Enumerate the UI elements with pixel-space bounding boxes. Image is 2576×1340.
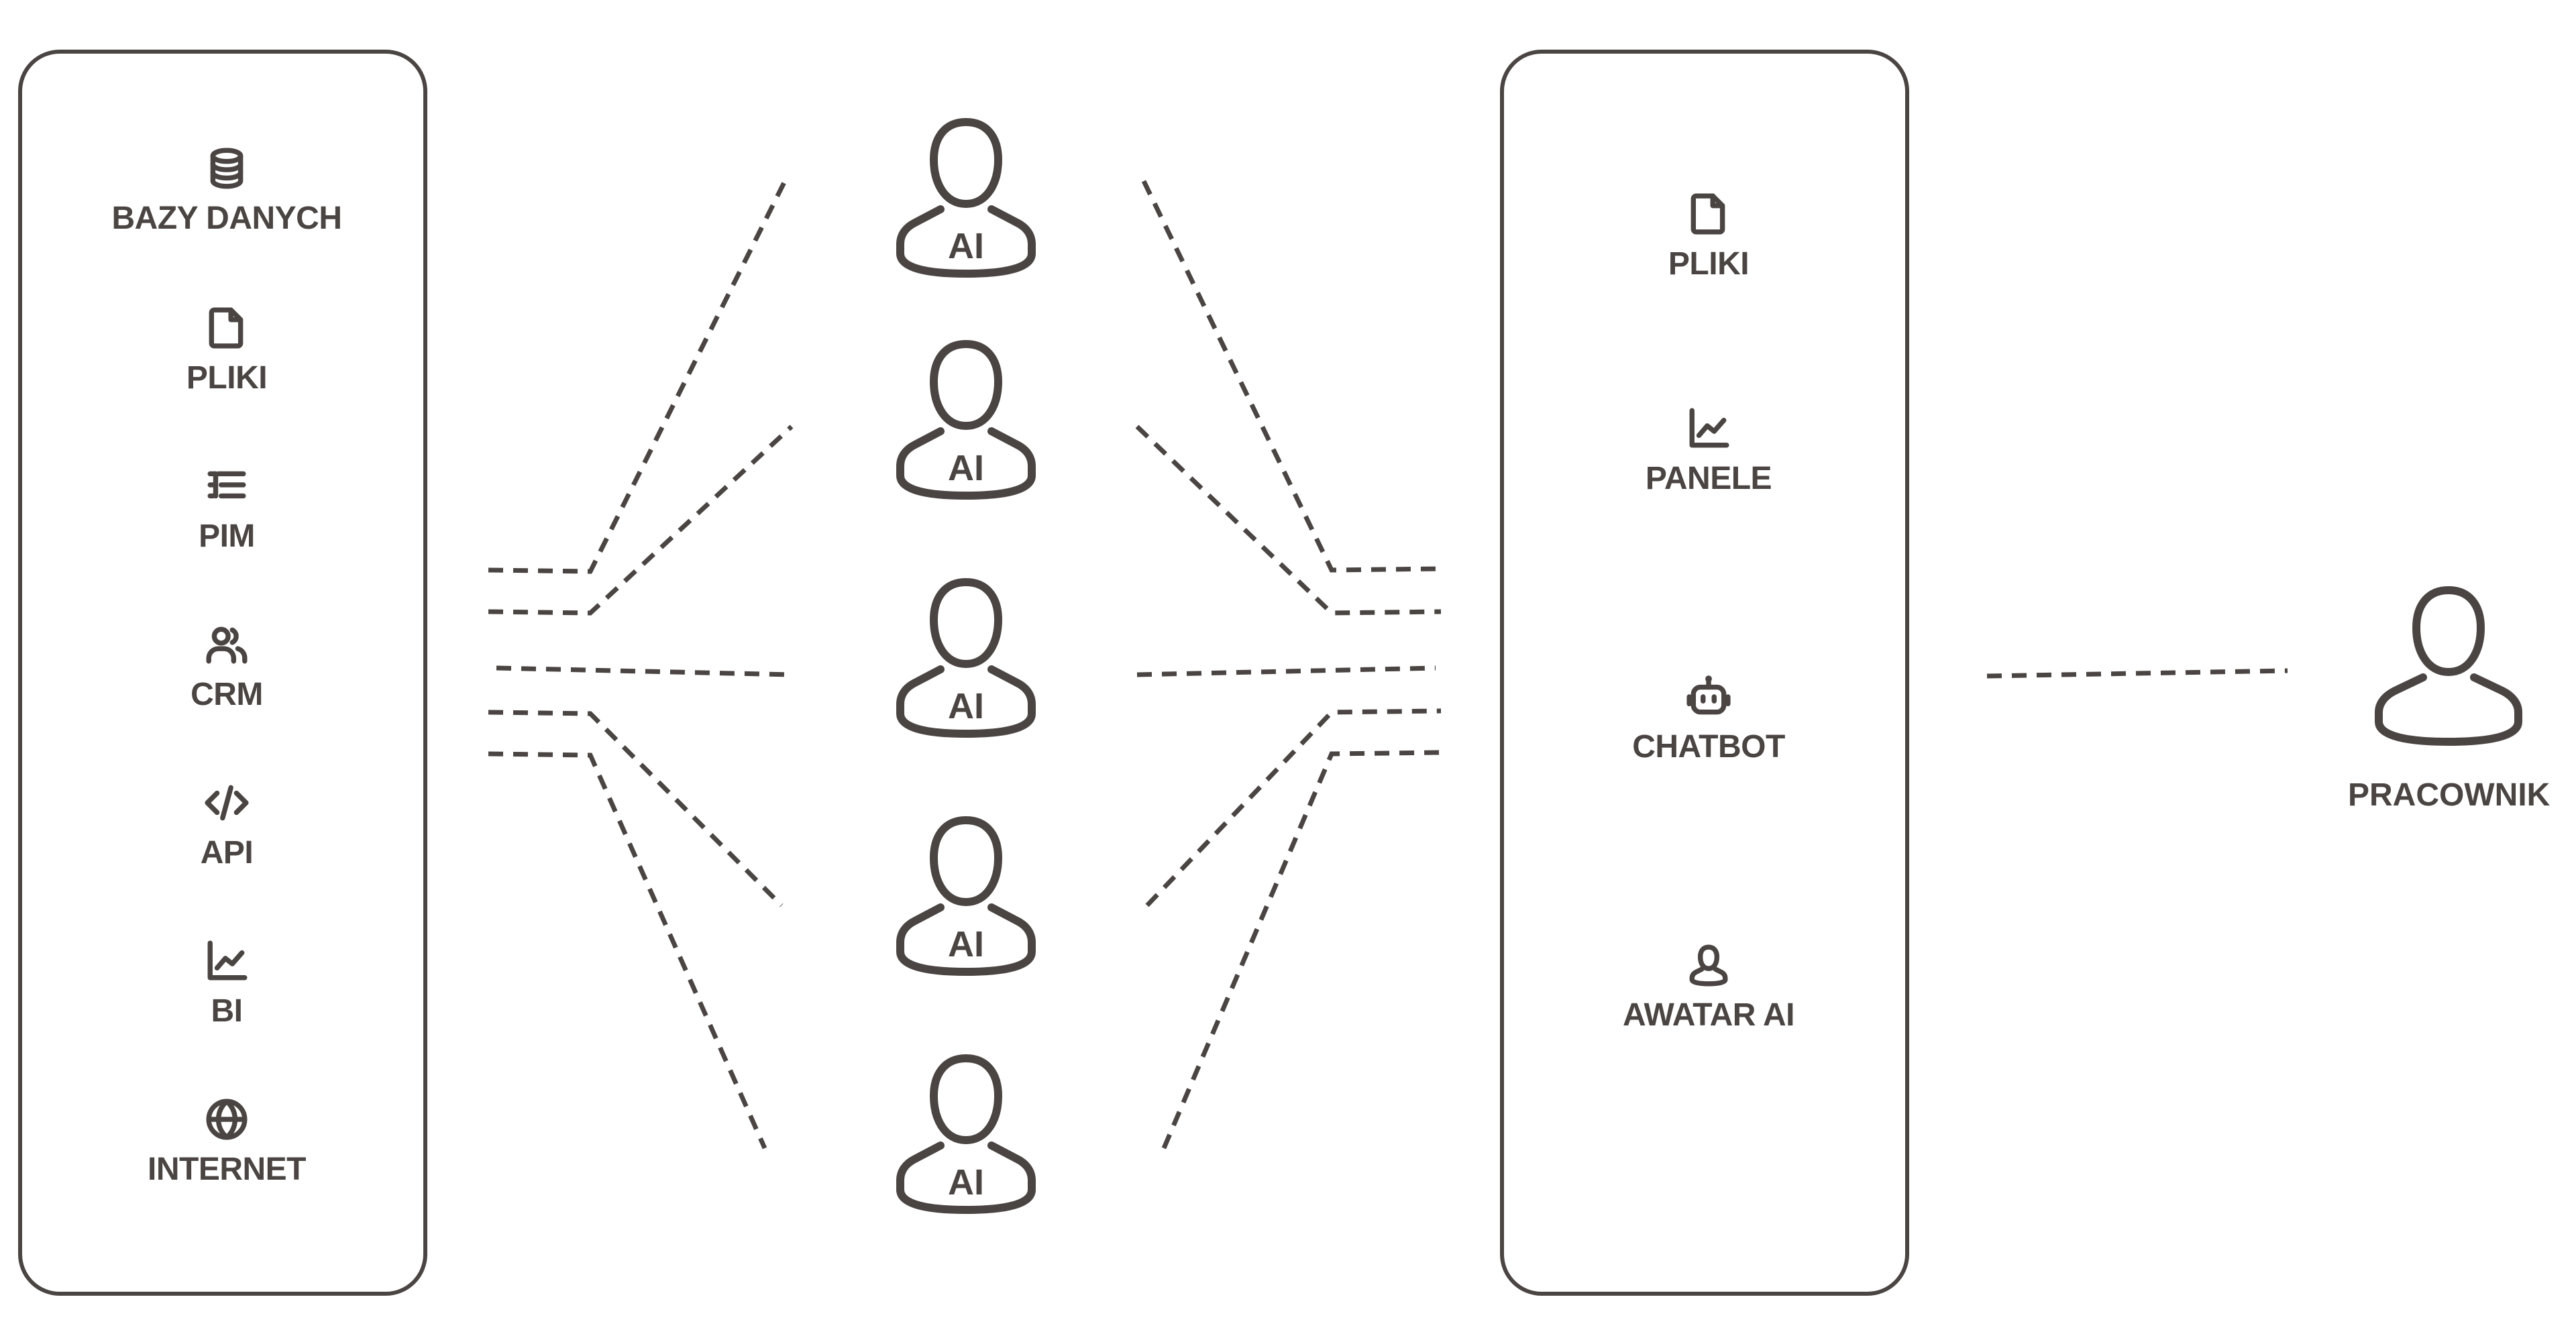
ai-agent-icon xyxy=(896,118,1036,278)
database-icon xyxy=(210,148,244,189)
ai-agent: AI xyxy=(892,337,1040,505)
source-item-crm: CRM xyxy=(22,622,431,713)
worker-label: PRACOWNIK xyxy=(2348,777,2551,813)
source-item-internet: INTERNET xyxy=(22,1097,431,1188)
list-icon xyxy=(207,471,246,499)
ai-agent-label: AI xyxy=(948,448,984,488)
person-icon xyxy=(2375,586,2522,746)
ai-agent: AI xyxy=(892,814,1040,981)
ai-agent-icon xyxy=(896,340,1036,500)
worker xyxy=(2368,583,2529,751)
file-icon xyxy=(1690,193,1725,235)
output-item-awatar-ai: AWATAR AI xyxy=(1504,943,1913,1034)
source-item-bazy-danych: BAZY DANYCH xyxy=(22,146,431,237)
output-label: PLIKI xyxy=(1668,246,1750,282)
connector-line xyxy=(496,665,792,677)
source-label: BI xyxy=(211,993,244,1029)
data-sources-panel: BAZY DANYCH PLIKI PIM CRM API xyxy=(18,50,427,1296)
ai-agent: AI xyxy=(892,1052,1040,1219)
chart-icon xyxy=(207,940,248,981)
output-label: PANELE xyxy=(1645,461,1772,496)
ai-agent-icon xyxy=(896,1054,1036,1214)
ai-agent-label: AI xyxy=(948,226,984,266)
connector-line xyxy=(1135,425,1442,616)
source-label: CRM xyxy=(191,677,263,712)
code-icon xyxy=(205,785,249,821)
ai-agent-label: AI xyxy=(948,924,984,964)
robot-icon xyxy=(1686,675,1731,715)
connector-line xyxy=(488,751,767,1150)
connector-line xyxy=(1145,708,1442,907)
source-label: PIM xyxy=(199,518,255,554)
connector-line xyxy=(488,710,784,907)
source-item-pliki: PLIKI xyxy=(22,306,431,396)
output-label: CHATBOT xyxy=(1632,729,1785,765)
chart-icon xyxy=(1689,408,1729,448)
ai-agent: AI xyxy=(892,575,1040,743)
source-item-bi: BI xyxy=(22,939,431,1029)
source-label: PLIKI xyxy=(186,360,268,396)
file-icon xyxy=(209,307,244,349)
ai-agent-icon xyxy=(896,578,1036,738)
ai-agent-label: AI xyxy=(948,686,984,726)
connector-line xyxy=(1141,180,1442,573)
source-item-api: API xyxy=(22,781,431,871)
output-label: AWATAR AI xyxy=(1623,997,1794,1033)
output-item-chatbot: CHATBOT xyxy=(1504,675,1913,765)
connector-line xyxy=(1986,668,2288,679)
source-label: BAZY DANYCH xyxy=(111,201,342,236)
connector-line xyxy=(1136,665,1436,677)
users-icon xyxy=(206,626,248,664)
connector-line xyxy=(488,425,794,616)
avatar-icon xyxy=(1689,944,1728,987)
connector-line xyxy=(488,180,788,574)
source-label: INTERNET xyxy=(148,1152,307,1187)
ai-agent: AI xyxy=(892,115,1040,283)
source-item-pim: PIM xyxy=(22,464,431,555)
output-item-panele: PANELE xyxy=(1504,406,1913,497)
source-label: API xyxy=(200,835,254,871)
ai-agent-icon xyxy=(896,816,1036,976)
globe-icon xyxy=(206,1099,248,1140)
outputs-panel: PLIKI PANELE CHATBOT AWATAR AI xyxy=(1500,50,1909,1296)
ai-agent-label: AI xyxy=(948,1162,984,1203)
output-item-pliki: PLIKI xyxy=(1504,192,1913,282)
connector-line xyxy=(1161,750,1442,1150)
